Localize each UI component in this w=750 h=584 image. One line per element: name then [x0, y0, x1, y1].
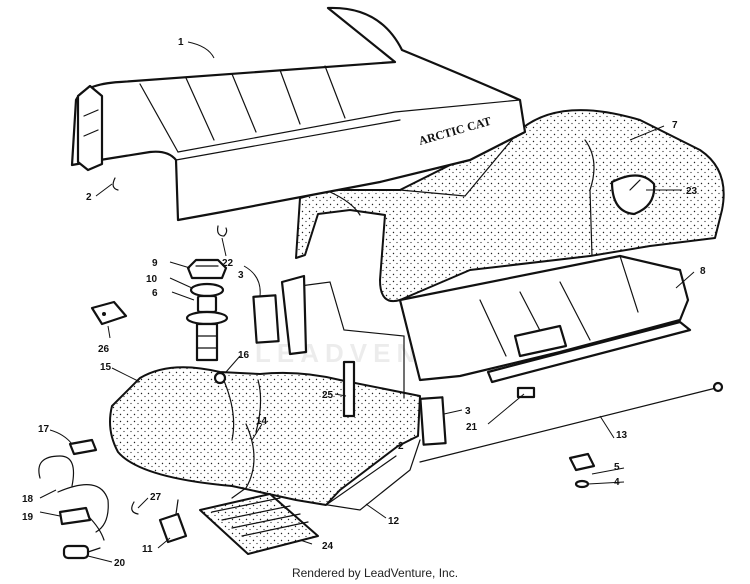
callout-1: 1	[178, 37, 184, 48]
part-26-bracket	[90, 300, 128, 326]
callout-2: 2	[86, 192, 92, 203]
callout-22: 22	[222, 258, 234, 269]
callout-10: 10	[146, 274, 158, 285]
part-1-seat	[70, 6, 527, 222]
part-11-pump	[158, 499, 188, 544]
part-6-filler-neck	[185, 294, 229, 362]
callout-27: 27	[150, 492, 162, 503]
callout-18: 18	[22, 494, 34, 505]
part-7-rear-cowl	[295, 109, 725, 302]
callout-24: 24	[322, 541, 334, 552]
part-21-bracket	[516, 386, 536, 399]
callout-3: 3	[238, 270, 244, 281]
callout-25: 25	[322, 390, 334, 401]
callout-3: 3	[465, 406, 471, 417]
callout-17: 17	[38, 424, 50, 435]
leader-lines	[39, 41, 695, 563]
part-4-washer	[574, 479, 590, 489]
part-14-vent-tube	[231, 423, 255, 499]
part-23-fastener	[629, 179, 641, 191]
callout-26: 26	[98, 344, 110, 355]
part-19-fuel-fitting	[58, 506, 105, 541]
part-9-fuel-cap	[186, 258, 228, 280]
callout-23: 23	[686, 186, 698, 197]
callout-9: 9	[152, 258, 158, 269]
callout-16: 16	[238, 350, 250, 361]
callout-7: 7	[672, 120, 678, 131]
part-8-tunnel	[398, 254, 692, 384]
callout-20: 20	[114, 558, 126, 569]
part-17-fuel-line	[38, 438, 109, 533]
part-24-grate	[199, 493, 319, 555]
part-2-clip	[112, 177, 119, 191]
part-27-clamp	[131, 501, 139, 515]
part-22-clip	[217, 225, 228, 237]
part-10-gasket	[189, 282, 225, 298]
part-16-grommet	[213, 371, 227, 385]
callout-21: 21	[466, 422, 478, 433]
callout-13: 13	[616, 430, 628, 441]
callout-4: 4	[614, 477, 620, 488]
callout-19: 19	[22, 512, 34, 523]
callout-5: 5	[614, 462, 620, 473]
callout-8: 8	[700, 266, 706, 277]
callout-6: 6	[152, 288, 158, 299]
part-25-strip	[342, 360, 356, 418]
callout-14: 14	[256, 416, 268, 427]
part-3-decal-upper	[252, 294, 280, 344]
callout-2: 2	[398, 441, 404, 452]
callout-15: 15	[100, 362, 112, 373]
part-13-rod	[419, 387, 717, 463]
part-20-fuel-filter	[62, 544, 101, 560]
part-3-decal-lower	[419, 396, 447, 446]
part-5-mount	[568, 452, 596, 472]
footer-credit: Rendered by LeadVenture, Inc.	[291, 566, 459, 580]
callout-11: 11	[142, 544, 153, 555]
part-13-rod-end	[712, 381, 724, 393]
part-15-hood-base	[109, 274, 421, 511]
callout-12: 12	[388, 516, 400, 527]
